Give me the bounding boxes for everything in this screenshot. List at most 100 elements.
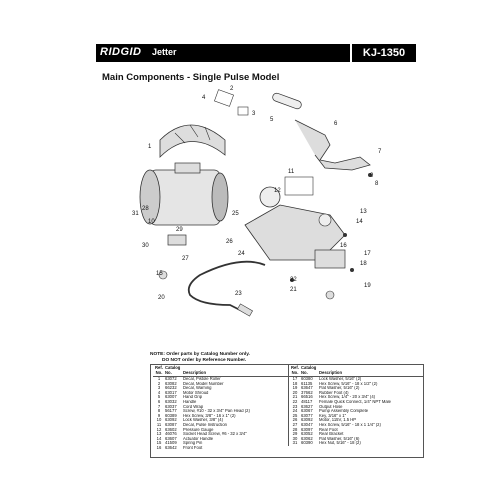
catalog-cell: 37662 (301, 390, 313, 395)
description-cell: Key, 3/16" x 1" (319, 413, 347, 418)
svg-text:30: 30 (142, 243, 149, 249)
svg-text:31: 31 (132, 211, 139, 217)
ref-cell: 13 (156, 432, 162, 437)
description-header: Description (183, 370, 207, 375)
description-cell: Spring Pin (183, 441, 203, 446)
catalog-cell: 63047 (301, 422, 313, 427)
catalog-cell: 48117 (301, 399, 313, 404)
description-cell: Hex Screw, 5/16" - 18 x 1/2" (2) (319, 381, 378, 386)
svg-text:22: 22 (290, 277, 297, 283)
description-cell: Rear Bracket (319, 432, 344, 437)
ref-cell: 26 (292, 418, 298, 423)
description-cell: Rear Foot (319, 427, 338, 432)
svg-text:10: 10 (148, 219, 155, 225)
catalog-cell: 63602 (165, 427, 177, 432)
svg-text:13: 13 (360, 209, 367, 215)
svg-text:17: 17 (364, 251, 371, 257)
svg-text:6: 6 (334, 121, 338, 127)
ref-header: Ref. No. (155, 365, 163, 375)
catalog-cell: 63077 (301, 413, 313, 418)
description-cell: Decal, Pulse Instruction (183, 422, 227, 427)
catalog-cell: 66232 (165, 386, 177, 391)
catalog-cell: 63037 (165, 404, 177, 409)
ref-cell: 2 (157, 381, 161, 386)
catalog-cell: 60390 (301, 441, 313, 446)
ref-cell: 20 (292, 390, 298, 395)
catalog-cell: 63627 (301, 404, 313, 409)
svg-text:4: 4 (202, 95, 206, 101)
ref-cell: 16 (156, 445, 162, 450)
catalog-cell: 63072 (165, 377, 177, 381)
catalog-cell: 63062 (301, 436, 313, 441)
catalog-cell: 56177 (165, 409, 177, 414)
catalog-cell: 63082 (165, 381, 177, 386)
description-cell: Hex Screw, 3/8" - 16 x 1" (2) (183, 413, 236, 418)
ref-cell: 29 (292, 432, 298, 437)
description-cell: Flat Washer, 5/16" (2) (319, 386, 360, 391)
table-header: Ref. No. Catalog No. Description (153, 365, 288, 377)
catalog-cell: 60389 (165, 413, 177, 418)
svg-text:15: 15 (156, 271, 163, 277)
product-type: Jetter (152, 47, 177, 57)
order-note-line1: NOTE: Order parts by Catalog Number only… (150, 352, 250, 357)
exploded-parts-diagram: 1 2 3 4 5 6 7 8 9 10 11 12 13 14 15 16 1… (132, 86, 382, 317)
catalog-cell: 63642 (165, 445, 177, 450)
catalog-header: Catalog No. (301, 365, 317, 375)
svg-text:8: 8 (375, 181, 379, 187)
svg-text:25: 25 (232, 211, 239, 217)
callout-labels: 1 2 3 4 5 6 7 8 9 10 11 12 13 14 15 16 1… (132, 86, 382, 301)
svg-text:9: 9 (370, 173, 374, 179)
description-cell: Lock Washer, 5/16" (2) (319, 377, 362, 381)
svg-text:5: 5 (270, 117, 274, 123)
ref-cell: 21 (292, 395, 298, 400)
ref-cell: 30 (292, 436, 298, 441)
catalog-cell: 63647 (301, 386, 313, 391)
ref-cell: 25 (292, 413, 298, 418)
ref-cell: 3 (157, 386, 161, 391)
ref-cell: 5 (157, 395, 161, 400)
catalog-cell: 63607 (165, 436, 177, 441)
description-cell: Decal, Model Number (183, 381, 224, 386)
description-cell: Hand Grip (183, 395, 203, 400)
svg-text:2: 2 (230, 86, 234, 92)
ref-cell: 1 (157, 377, 161, 381)
header-bar: RIDGID Jetter KJ-1350 (96, 44, 416, 62)
description-cell: Front Foot (183, 445, 203, 450)
svg-text:21: 21 (290, 287, 297, 293)
svg-text:26: 26 (226, 239, 233, 245)
catalog-cell: 63017 (165, 390, 177, 395)
ref-cell: 8 (157, 409, 161, 414)
ref-cell: 18 (292, 381, 298, 386)
catalog-cell: 63087 (165, 422, 177, 427)
description-cell: Socket Head Screw, #6 - 32 x 3/4" (183, 432, 247, 437)
description-cell: Motor, 115V, 1.5 HP (319, 418, 357, 423)
description-cell: Hex Nut, 5/16" - 18 (2) (319, 441, 361, 446)
ref-cell: 24 (292, 409, 298, 414)
svg-text:29: 29 (176, 227, 183, 233)
